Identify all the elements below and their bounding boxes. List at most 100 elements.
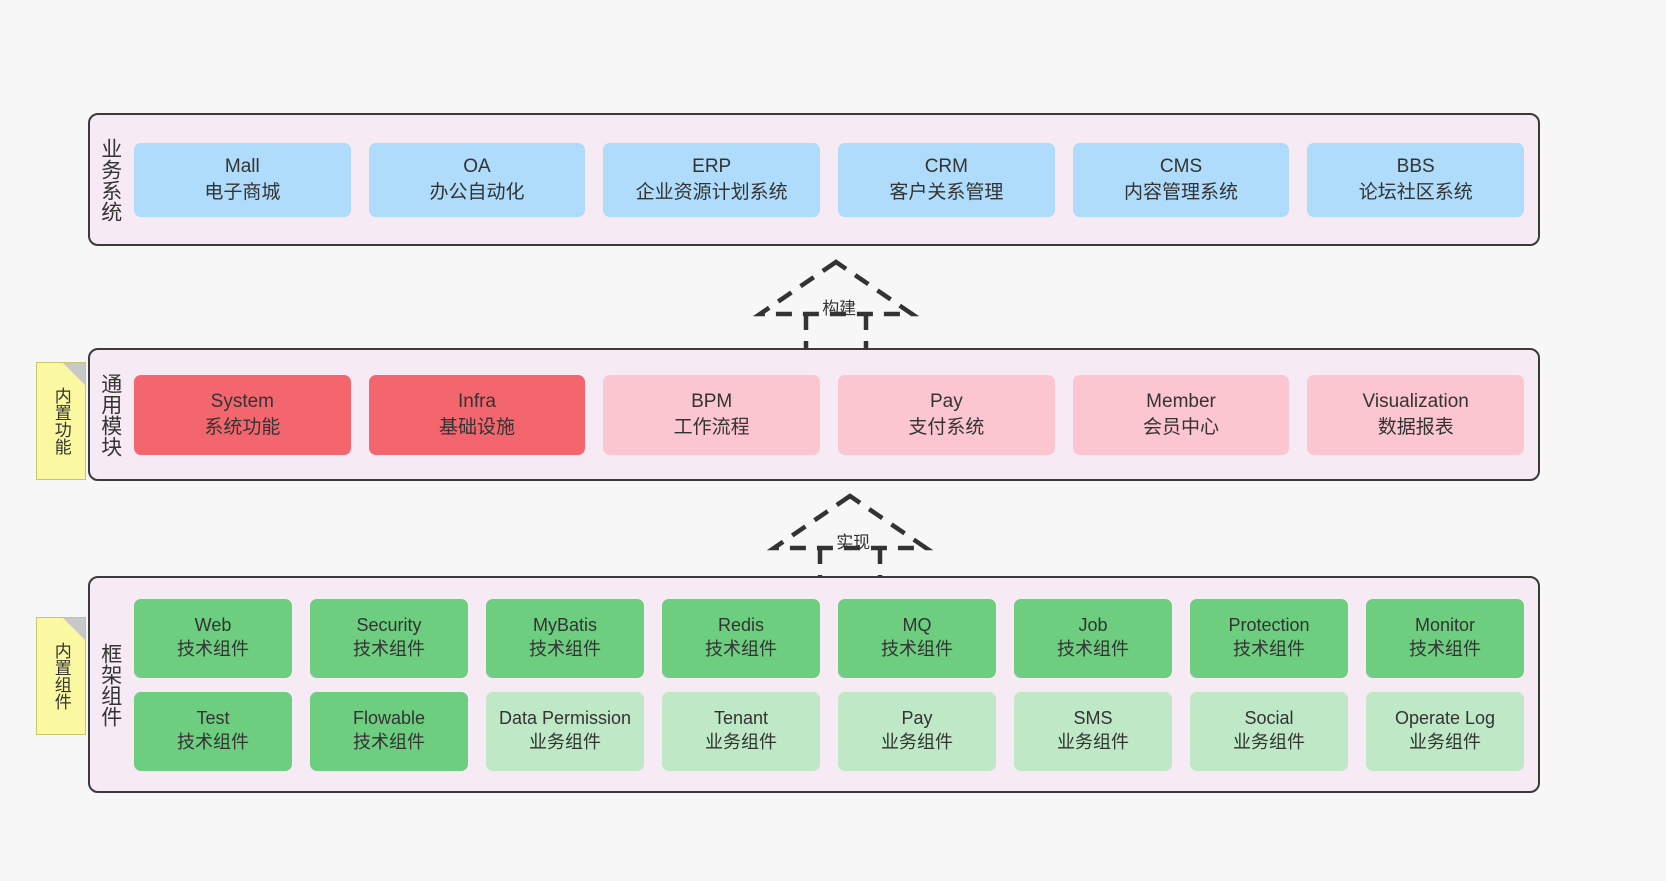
node-subtitle: 业务组件 [529, 732, 601, 752]
node-row: Web 技术组件 Security 技术组件 MyBatis 技术组件 Redi… [134, 598, 1524, 678]
node-title: Pay [929, 391, 963, 413]
node-subtitle: 企业资源计划系统 [635, 181, 788, 203]
layer-label-business: 业务系统 [98, 137, 122, 222]
node-data-permission[interactable]: Data Permission 业务组件 [486, 691, 644, 771]
layer-body-common: System 系统功能 Infra 基础设施 BPM 工作流程 Pay 支付系统… [130, 350, 1538, 479]
node-row: Mall 电子商城 OA 办公自动化 ERP 企业资源计划系统 CRM 客户关系… [134, 142, 1525, 217]
node-bbs[interactable]: BBS 论坛社区系统 [1307, 142, 1525, 217]
node-test[interactable]: Test 技术组件 [134, 691, 292, 771]
node-row: Test 技术组件 Flowable 技术组件 Data Permission … [134, 691, 1524, 771]
note-text: 内置功能 [51, 387, 71, 455]
node-mybatis[interactable]: MyBatis 技术组件 [486, 598, 644, 678]
node-crm[interactable]: CRM 客户关系管理 [838, 142, 1055, 217]
node-redis[interactable]: Redis 技术组件 [662, 598, 820, 678]
node-infra[interactable]: Infra 基础设施 [368, 374, 586, 455]
layer-framework-components: 框架组件 Web 技术组件 Security 技术组件 MyBatis 技术组件… [88, 576, 1540, 793]
node-title: Test [196, 708, 230, 729]
node-subtitle: 论坛社区系统 [1358, 181, 1473, 203]
node-subtitle: 技术组件 [881, 639, 953, 659]
node-subtitle: 技术组件 [1057, 639, 1129, 659]
node-title: Infra [457, 391, 497, 413]
node-title: Mall [224, 156, 260, 178]
node-title: Visualization [1362, 391, 1469, 413]
node-title: Web [194, 615, 232, 636]
node-operate-log[interactable]: Operate Log 业务组件 [1366, 691, 1524, 771]
node-visualization[interactable]: Visualization 数据报表 [1307, 374, 1525, 455]
arrowhead-triangle [752, 259, 920, 317]
connector-build: 构建 [752, 258, 920, 354]
node-bpm[interactable]: BPM 工作流程 [603, 374, 821, 455]
node-cms[interactable]: CMS 内容管理系统 [1072, 142, 1290, 217]
node-job[interactable]: Job 技术组件 [1014, 598, 1172, 678]
note-builtin-feature: 内置功能 [36, 362, 86, 480]
node-title: CRM [924, 156, 968, 178]
node-subtitle: 客户关系管理 [889, 181, 1004, 203]
node-protection[interactable]: Protection 技术组件 [1190, 598, 1348, 678]
node-erp[interactable]: ERP 企业资源计划系统 [603, 142, 821, 217]
connector-realize: 实现 [766, 492, 934, 588]
node-member[interactable]: Member 会员中心 [1072, 374, 1290, 455]
node-title: Security [356, 615, 422, 636]
node-title: Social [1244, 708, 1294, 729]
node-web[interactable]: Web 技术组件 [134, 598, 292, 678]
node-title: Pay [901, 708, 933, 729]
node-title: Tenant [713, 708, 769, 729]
node-title: Job [1078, 615, 1108, 636]
connector-label-build: 构建 [822, 299, 857, 318]
node-subtitle: 工作流程 [673, 416, 750, 438]
node-title: MQ [902, 615, 932, 636]
node-title: Member [1146, 391, 1216, 413]
layer-business-systems: 业务系统 Mall 电子商城 OA 办公自动化 ERP 企业资源计划系统 CRM… [88, 113, 1540, 246]
node-title: ERP [692, 156, 732, 178]
node-pay-module[interactable]: Pay 支付系统 [838, 374, 1055, 455]
node-security[interactable]: Security 技术组件 [310, 598, 468, 678]
node-subtitle: 数据报表 [1377, 416, 1454, 438]
layer-common-modules: 通用模块 System 系统功能 Infra 基础设施 BPM 工作流程 Pay… [88, 348, 1540, 481]
connector-label-realize: 实现 [836, 533, 871, 552]
node-subtitle: 系统功能 [204, 416, 281, 438]
node-pay-component[interactable]: Pay 业务组件 [838, 691, 996, 771]
node-subtitle: 办公自动化 [429, 181, 525, 203]
node-sms[interactable]: SMS 业务组件 [1014, 691, 1172, 771]
node-subtitle: 业务组件 [881, 732, 953, 752]
node-title: CMS [1159, 156, 1203, 178]
layer-body-business: Mall 电子商城 OA 办公自动化 ERP 企业资源计划系统 CRM 客户关系… [130, 115, 1538, 244]
node-subtitle: 支付系统 [908, 416, 985, 438]
node-title: BBS [1396, 156, 1435, 178]
node-subtitle: 业务组件 [705, 732, 777, 752]
note-builtin-component: 内置组件 [36, 617, 86, 735]
node-subtitle: 技术组件 [1233, 639, 1305, 659]
node-subtitle: 业务组件 [1409, 732, 1481, 752]
node-subtitle: 技术组件 [177, 639, 249, 659]
node-oa[interactable]: OA 办公自动化 [368, 142, 586, 217]
layer-label-common: 通用模块 [98, 372, 122, 457]
layer-label-framework: 框架组件 [98, 642, 122, 727]
node-monitor[interactable]: Monitor 技术组件 [1366, 598, 1524, 678]
node-subtitle: 电子商城 [204, 181, 281, 203]
node-social[interactable]: Social 业务组件 [1190, 691, 1348, 771]
node-title: Flowable [352, 708, 426, 729]
node-title: Operate Log [1394, 708, 1496, 729]
node-flowable[interactable]: Flowable 技术组件 [310, 691, 468, 771]
node-system[interactable]: System 系统功能 [134, 374, 351, 455]
node-subtitle: 基础设施 [439, 416, 516, 438]
node-subtitle: 技术组件 [177, 732, 249, 752]
node-subtitle: 技术组件 [705, 639, 777, 659]
node-subtitle: 内容管理系统 [1124, 181, 1239, 203]
node-title: Protection [1228, 615, 1310, 636]
node-title: System [210, 391, 275, 413]
node-subtitle: 技术组件 [353, 639, 425, 659]
node-row: System 系统功能 Infra 基础设施 BPM 工作流程 Pay 支付系统… [134, 374, 1525, 455]
node-subtitle: 技术组件 [353, 732, 425, 752]
node-mq[interactable]: MQ 技术组件 [838, 598, 996, 678]
layer-body-framework: Web 技术组件 Security 技术组件 MyBatis 技术组件 Redi… [130, 578, 1538, 791]
node-mall[interactable]: Mall 电子商城 [134, 142, 351, 217]
node-subtitle: 技术组件 [1409, 639, 1481, 659]
node-title: OA [463, 156, 491, 178]
node-subtitle: 业务组件 [1233, 732, 1305, 752]
node-title: Data Permission [498, 708, 632, 729]
node-tenant[interactable]: Tenant 业务组件 [662, 691, 820, 771]
node-subtitle: 业务组件 [1057, 732, 1129, 752]
arrowhead-triangle [766, 493, 934, 551]
